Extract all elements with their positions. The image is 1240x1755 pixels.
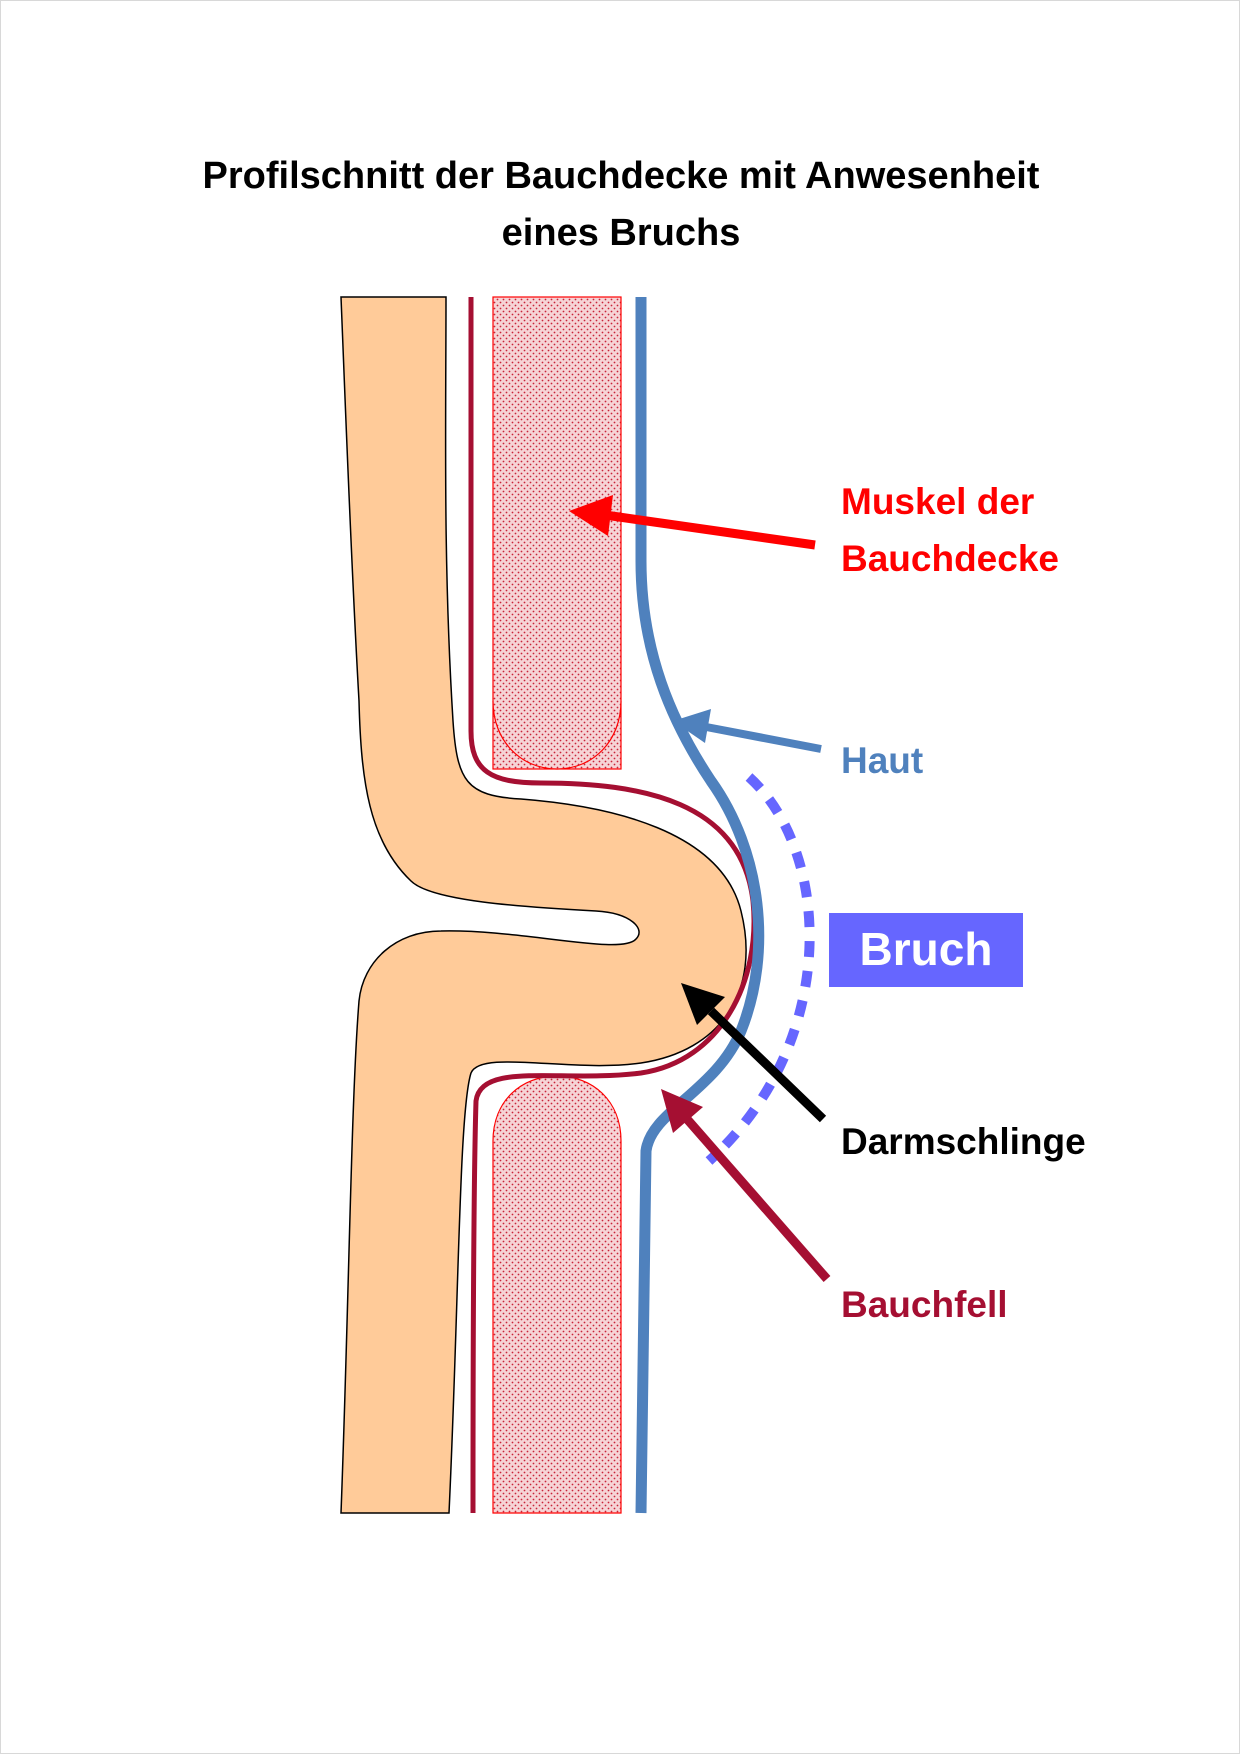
intestine-arrow-head — [681, 983, 725, 1025]
hernia-dotted-arc — [705, 773, 815, 1165]
peritoneum-arrow — [683, 1116, 831, 1282]
skin-line — [635, 297, 765, 1514]
peritoneum-arrow-head — [661, 1089, 703, 1133]
muscle-label-line-1: Muskel der — [841, 481, 1034, 522]
muscle-upper-end — [492, 700, 622, 770]
peritoneum-label: Bauchfell — [841, 1284, 1008, 1325]
muscle-label-line-2: Bauchdecke — [841, 538, 1059, 579]
peritoneum-line — [468, 297, 757, 1514]
muscle-arrow-head — [569, 495, 613, 536]
hernia-label: Bruch — [860, 923, 993, 975]
skin-arrow — [700, 722, 822, 753]
muscle-lower — [492, 1075, 622, 1514]
skin-label: Haut — [841, 740, 923, 781]
muscle-arrow — [604, 510, 816, 550]
intestine-shape — [340, 296, 747, 1514]
hernia-label-box — [829, 913, 1023, 987]
intestine-label: Darmschlinge — [841, 1121, 1086, 1162]
title-line-1: Profilschnitt der Bauchdecke mit Anwesen… — [203, 155, 1040, 197]
title-line-2: eines Bruchs — [502, 212, 741, 254]
muscle-upper — [492, 296, 622, 770]
skin-arrow-head — [673, 709, 711, 743]
intestine-arrow — [707, 1007, 827, 1123]
